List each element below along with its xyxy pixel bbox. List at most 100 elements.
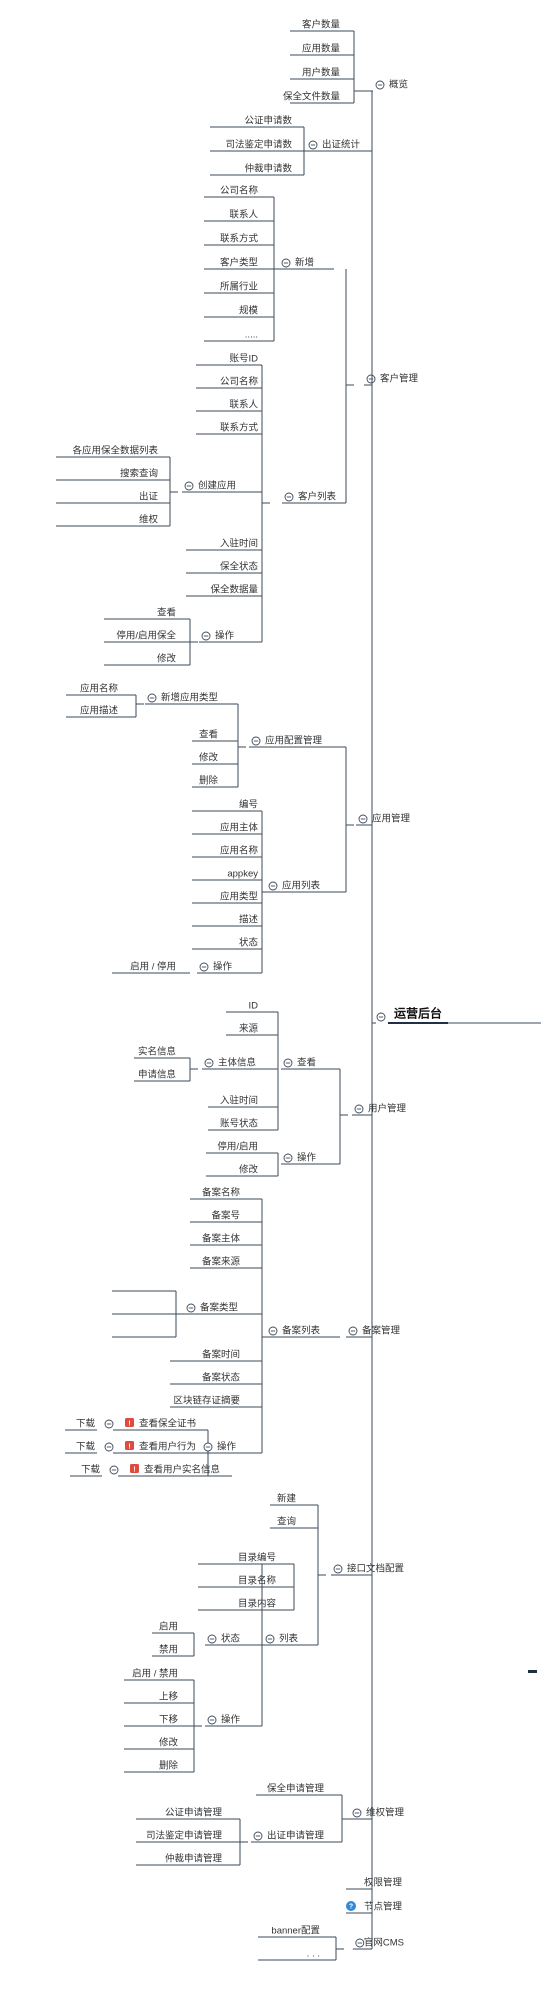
api-ops-item-3: 修改 [159,1737,179,1749]
api-doc-item-0: 新建 [277,1493,297,1505]
api-status-item-1: 禁用 [159,1645,178,1656]
record-item-0: 备案名称 [202,1187,241,1199]
api-status: 状态 [221,1633,241,1645]
customer-ops-item-1: 停用/启用保全 [116,630,176,642]
module-customer-toggle[interactable] [366,374,376,384]
api-ops-item-1: 上移 [159,1691,179,1703]
subject-info: 主体信息 [218,1057,256,1069]
customer-ops: 操作 [215,630,235,642]
customer-ops-item-0: 查看 [157,607,176,619]
module-cms-toggle[interactable] [355,1938,365,1948]
customer-list-mid-1: 保全状态 [220,561,259,573]
record-op-toggle-1[interactable] [104,1442,114,1452]
app-ops-toggle[interactable] [199,962,209,972]
subject-info-toggle[interactable] [204,1058,214,1068]
module-cert-stats-toggle[interactable] [308,140,318,150]
customer-list-toggle[interactable] [284,492,294,502]
customer-ops-toggle[interactable] [201,631,211,641]
api-status-item-0: 启用 [159,1621,178,1633]
download-link[interactable]: 下载 [76,1418,96,1430]
user-ops: 操作 [297,1152,317,1164]
customer-list-mid-2: 保全数据量 [210,584,258,596]
customer-list-item-2: 联系人 [229,400,258,411]
user-view-item-0: ID [249,1001,259,1012]
module-overview-toggle[interactable] [375,80,385,90]
app-list-toggle[interactable] [268,881,278,891]
new-app-type: 新增应用类型 [161,692,219,704]
new-app-type-toggle[interactable] [147,693,157,703]
app-list-item-2: 应用名称 [220,845,259,857]
overview-item-0: 客户数量 [302,19,341,31]
overview-item-1: 应用数量 [302,43,341,55]
module-record-toggle[interactable] [348,1326,358,1336]
app-list-item-5: 描述 [239,914,259,926]
alert-badge-text: ! [128,1421,130,1428]
customer-list-item-0: 账号ID [229,354,258,365]
rights-cert-toggle[interactable] [253,1831,263,1841]
user-ops-toggle[interactable] [283,1153,293,1163]
user-view-toggle[interactable] [283,1058,293,1068]
module-customer: 客户管理 [380,373,419,385]
module-node: 节点管理 [364,1901,403,1913]
rights-cert-item-0: 公证申请管理 [165,1807,223,1819]
record-item-2: 备案主体 [202,1233,241,1245]
user-ops-item-0: 停用/启用 [217,1141,258,1153]
rights-preserve: 保全申请管理 [267,1783,325,1795]
app-config-toggle[interactable] [251,736,261,746]
alert-badge-icon [125,1441,134,1450]
create-app-toggle[interactable] [184,481,194,491]
alert-badge-icon [125,1418,134,1427]
api-ops-toggle[interactable] [207,1715,217,1725]
record-list: 备案列表 [282,1325,321,1337]
record-op-label: 查看用户行为 [139,1441,196,1453]
record-type: 备案类型 [200,1302,239,1314]
app-list-item-1: 应用主体 [220,822,259,834]
module-api-docs: 接口文档配置 [347,1563,404,1575]
record-list-toggle[interactable] [268,1326,278,1336]
record-item-1: 备案号 [211,1210,240,1222]
customer-list-item-3: 联系方式 [220,422,259,434]
module-api-docs-toggle[interactable] [333,1564,343,1574]
api-status-toggle[interactable] [207,1634,217,1644]
app-config: 应用配置管理 [265,735,323,747]
cms-item-1: . . . [307,1949,320,1960]
module-rights-toggle[interactable] [352,1808,362,1818]
module-user-toggle[interactable] [354,1104,364,1114]
root-node: 运营后台 [394,1006,442,1021]
record-op-toggle-0[interactable] [104,1419,114,1429]
app-list-item-3: appkey [227,869,258,880]
app-config-item-1: 修改 [199,752,219,764]
record-mid-item-0: 备案时间 [202,1349,240,1361]
new-type-item-0: 应用名称 [80,683,119,695]
app-list: 应用列表 [282,880,321,892]
module-overview: 概览 [389,79,408,91]
record-op-toggle-2[interactable] [109,1465,119,1475]
cert-stats-item-1: 司法鉴定申请数 [225,139,292,151]
app-ops-item-0: 启用 / 停用 [130,961,176,973]
api-ops-item-2: 下移 [159,1714,179,1726]
record-ops-toggle[interactable] [203,1442,213,1452]
api-list-item-0: 目录编号 [238,1552,276,1564]
download-link[interactable]: 下载 [81,1464,101,1476]
customer-add-item-6: ..... [245,330,258,341]
create-app-item-0: 各应用保全数据列表 [72,445,158,457]
api-doc-item-1: 查询 [277,1516,296,1528]
record-type-toggle[interactable] [186,1303,196,1313]
info-icon-text: ? [349,1904,353,1911]
api-list-item-2: 目录内容 [238,1598,277,1610]
root-toggle[interactable] [376,1012,386,1022]
api-list-toggle[interactable] [265,1634,275,1644]
info-icon[interactable] [346,1901,356,1911]
customer-add-item-2: 联系方式 [220,233,259,245]
download-link[interactable]: 下载 [76,1441,96,1453]
app-list-item-6: 状态 [239,937,259,949]
record-op-label: 查看用户实名信息 [144,1464,220,1476]
customer-add-toggle[interactable] [281,258,291,268]
customer-add: 新增 [295,257,314,269]
module-app-toggle[interactable] [358,814,368,824]
module-perm: 权限管理 [364,1877,403,1889]
api-list: 列表 [279,1633,299,1645]
customer-add-item-4: 所属行业 [220,281,258,293]
alert-badge-text: ! [133,1467,135,1474]
customer-ops-item-2: 修改 [157,653,177,665]
